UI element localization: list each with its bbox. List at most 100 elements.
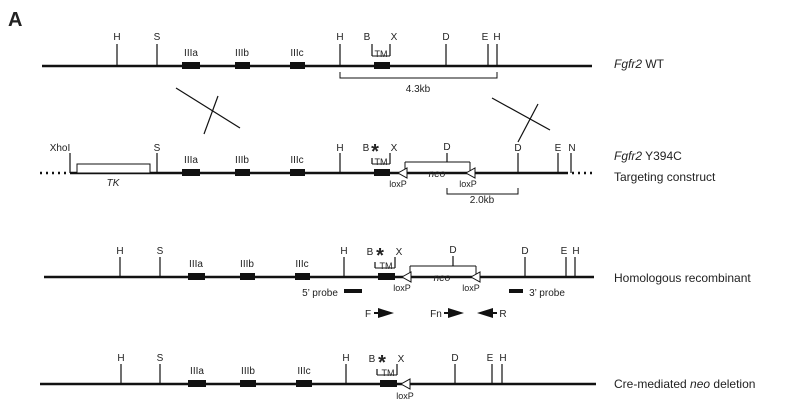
- wt-site-h2: H: [336, 32, 343, 43]
- construct-site-s: S: [154, 143, 161, 154]
- deletion-label-iiib: IIIb: [241, 366, 255, 377]
- recombinant-site-h3: H: [572, 246, 579, 257]
- probe-3-label: 3’ probe: [529, 288, 565, 299]
- deletion-site-x: X: [398, 354, 405, 365]
- construct-label-tm: TM: [375, 157, 388, 167]
- deletion-label-tm: TM: [382, 368, 395, 378]
- primer-r-label: R: [499, 309, 506, 320]
- deletion-site-h3: H: [499, 353, 506, 364]
- construct-site-n: N: [568, 143, 575, 154]
- probe-5-bar: [344, 289, 362, 293]
- primer-fn-arrow-icon: [448, 308, 464, 318]
- recombinant-site-e: E: [561, 246, 568, 257]
- wt-site-d: D: [442, 32, 449, 43]
- probe-5-label: 5’ probe: [302, 288, 338, 299]
- recombinant-label-iiia: IIIa: [189, 259, 203, 270]
- recombinant-allele: H S H B * X D D E H IIIa IIIb IIIc TM ne…: [44, 245, 751, 320]
- probe-3-bar: [509, 289, 523, 293]
- recombinant-site-h2: H: [340, 246, 347, 257]
- wt-site-e: E: [482, 32, 489, 43]
- deletion-loxp-label: loxP: [396, 391, 414, 401]
- construct-exon-iiib: [235, 169, 250, 176]
- recombinant-mutation-asterisk: *: [376, 245, 384, 267]
- deletion-site-d: D: [451, 353, 458, 364]
- loxp-left-icon: [396, 167, 408, 179]
- construct-neo-label: neo: [429, 169, 446, 180]
- recombinant-exon-iiia: [188, 273, 205, 280]
- wt-label-iiib: IIIb: [235, 48, 249, 59]
- crossover-right-a: [491, 97, 551, 131]
- recombinant-site-s: S: [157, 246, 164, 257]
- wt-exon-iiib: [235, 62, 250, 69]
- recombinant-exon-iiic: [295, 273, 310, 280]
- panel-label: A: [8, 9, 22, 31]
- tk-label: TK: [107, 178, 121, 189]
- deletion-site-b: B: [369, 354, 376, 365]
- deletion-allele: H S H B * X D E H IIIa IIIb IIIc TM loxP…: [40, 352, 755, 401]
- recombinant-loxp-left-icon: [400, 271, 412, 283]
- recombinant-site-x: X: [396, 247, 403, 258]
- construct-site-d1: D: [443, 142, 450, 153]
- wt-site-b: B: [364, 32, 371, 43]
- primer-fn-label: Fn: [430, 309, 442, 320]
- construct-site-d2: D: [514, 143, 521, 154]
- recombinant-exon-tm: [378, 273, 395, 280]
- recombinant-label-iiic: IIIc: [295, 259, 308, 270]
- deletion-label-iiia: IIIa: [190, 366, 204, 377]
- recombinant-label-tm: TM: [380, 261, 393, 271]
- deletion-exon-iiia: [188, 380, 206, 387]
- crossover-marks: [175, 87, 551, 143]
- recombinant-site-b: B: [367, 247, 374, 258]
- recombinant-neo-label: neo: [434, 273, 451, 284]
- deletion-label-iiic: IIIc: [297, 366, 310, 377]
- construct-fragment-size: 2.0kb: [470, 195, 495, 206]
- tk-cassette: [76, 163, 151, 174]
- wt-label-tm: TM: [375, 49, 388, 59]
- deletion-loxp-icon: [399, 378, 411, 390]
- construct-site-h: H: [336, 143, 343, 154]
- construct-exon-iiic: [290, 169, 305, 176]
- recombinant-site-ticks: [119, 256, 576, 277]
- primer-r-arrow-icon: [477, 308, 493, 318]
- deletion-site-s: S: [157, 353, 164, 364]
- recombinant-row-label: Homologous recombinant: [614, 271, 751, 285]
- crossover-left-b: [203, 95, 219, 135]
- deletion-site-e: E: [487, 353, 494, 364]
- crossover-right-b: [517, 103, 539, 143]
- wt-allele: H S H B X D E H IIIa IIIb IIIc TM 4.3kb …: [42, 32, 665, 95]
- construct-fragment-bracket: [446, 188, 519, 195]
- construct-loxp-left: loxP: [389, 179, 407, 189]
- wt-site-ticks: [116, 44, 498, 66]
- crossover-left-a: [175, 87, 241, 129]
- wt-label-iiic: IIIc: [290, 48, 303, 59]
- deletion-exon-iiib: [240, 380, 256, 387]
- deletion-site-ticks: [120, 364, 503, 384]
- construct-row-label-2: Targeting construct: [614, 170, 716, 184]
- wt-site-x: X: [391, 32, 398, 43]
- wt-exon-iiic: [290, 62, 305, 69]
- recombinant-site-d2: D: [521, 246, 528, 257]
- construct-label-iiic: IIIc: [290, 155, 303, 166]
- construct-label-iiia: IIIa: [184, 155, 198, 166]
- construct-site-e: E: [555, 143, 562, 154]
- construct-label-iiib: IIIb: [235, 155, 249, 166]
- wt-site-h3: H: [493, 32, 500, 43]
- recombinant-loxp-left: loxP: [393, 283, 411, 293]
- deletion-site-h1: H: [117, 353, 124, 364]
- recombinant-loxp-right-icon: [469, 271, 481, 283]
- construct-site-xhoi: XhoI: [50, 143, 71, 154]
- recombinant-site-h1: H: [116, 246, 123, 257]
- recombinant-exon-iiib: [240, 273, 255, 280]
- wt-site-s: S: [154, 32, 161, 43]
- construct-row-label: Fgfr2 Y394C: [614, 149, 682, 163]
- construct-loxp-right: loxP: [459, 179, 477, 189]
- wt-exon-iiia: [182, 62, 200, 69]
- wt-label-iiia: IIIa: [184, 48, 198, 59]
- recombinant-site-d1: D: [449, 245, 456, 256]
- construct-exon-iiia: [182, 169, 200, 176]
- recombinant-loxp-right: loxP: [462, 283, 480, 293]
- deletion-row-label: Cre-mediated neo deletion: [614, 377, 755, 391]
- construct-allele: TK XhoI S H B * X: [40, 141, 716, 206]
